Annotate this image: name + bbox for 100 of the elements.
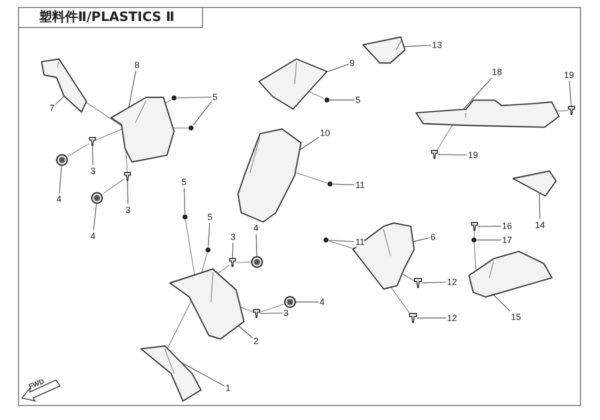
- callout-number: 4: [56, 194, 62, 204]
- plastic-panel-drawing: [38, 58, 90, 113]
- assembly-line: [86, 102, 122, 126]
- assembly-line: [218, 264, 230, 274]
- leader-line: [176, 96, 212, 98]
- callout-number: 3: [126, 205, 130, 215]
- screw-icon: [253, 309, 260, 318]
- leader-line: [478, 226, 502, 227]
- rivet-icon: [182, 214, 188, 220]
- leader-line: [493, 294, 510, 312]
- screw-icon: [431, 150, 438, 159]
- rivet-icon: [327, 181, 333, 187]
- callout-number: 12: [447, 277, 457, 287]
- leader-line: [463, 78, 492, 110]
- assembly-line: [556, 110, 568, 112]
- callout-number: 3: [230, 232, 236, 242]
- assembly-line: [474, 242, 476, 272]
- callout-number: 6: [430, 232, 436, 242]
- assembly-line: [260, 304, 284, 313]
- leader-line: [128, 70, 136, 108]
- leader-line: [328, 240, 355, 242]
- leader-line: [184, 188, 186, 214]
- callout-number: 12: [447, 313, 457, 323]
- leader-line: [238, 325, 253, 338]
- callout-number: 10: [320, 128, 330, 138]
- grommet-icon: [91, 192, 103, 204]
- rivet-icon: [205, 247, 211, 253]
- leader-line: [438, 154, 468, 156]
- leader-line: [569, 80, 572, 106]
- rivet-icon: [471, 237, 477, 243]
- callout-number: 4: [90, 231, 96, 241]
- assembly-line: [240, 306, 254, 312]
- assembly-line: [102, 178, 124, 194]
- assembly-line: [236, 262, 252, 263]
- assembly-line: [436, 124, 453, 150]
- callout-number: 3: [90, 166, 96, 176]
- callout-number: 18: [492, 67, 502, 77]
- leader-line: [412, 237, 430, 242]
- callout-number: 4: [320, 297, 324, 307]
- leader-line: [208, 222, 210, 248]
- screw-icon: [229, 258, 236, 267]
- grommet-icon: [284, 296, 296, 308]
- callout-number: 11: [355, 180, 365, 190]
- plastic-panel-drawing: [468, 248, 553, 298]
- callout-number: 1: [226, 383, 230, 393]
- callout-number: 2: [254, 336, 258, 346]
- leader-line: [180, 362, 225, 386]
- grommet-icon: [56, 154, 68, 166]
- callout-number: 3: [284, 308, 288, 318]
- callout-number: 5: [212, 92, 218, 102]
- leader-line: [422, 282, 446, 284]
- screw-icon: [414, 278, 422, 288]
- callout-number: 9: [350, 58, 354, 68]
- leader-line: [93, 204, 97, 230]
- plastic-panel-drawing: [140, 345, 202, 402]
- callout-number: 19: [564, 70, 574, 80]
- leader-line: [92, 146, 94, 166]
- leader-line: [127, 180, 128, 204]
- rivet-icon: [323, 237, 329, 243]
- leader-line: [256, 234, 258, 256]
- screw-icon: [568, 106, 575, 115]
- assembly-line: [96, 128, 122, 140]
- assembly-line: [167, 300, 192, 349]
- callout-number: 16: [502, 221, 512, 231]
- assembly-line: [201, 252, 208, 273]
- rivet-icon: [171, 95, 177, 101]
- assembly-line: [402, 273, 414, 282]
- leader-line: [326, 64, 349, 72]
- assembly-line: [294, 172, 328, 184]
- callout-number: 11: [355, 237, 365, 247]
- leader-line: [404, 44, 432, 47]
- callout-number: 8: [134, 60, 140, 70]
- leader-line: [232, 242, 234, 258]
- screw-icon: [124, 172, 131, 181]
- callout-number: 4: [254, 223, 258, 233]
- screw-icon: [471, 222, 478, 231]
- rivet-icon: [188, 125, 194, 131]
- callout-number: 19: [468, 150, 478, 160]
- assembly-line: [185, 220, 195, 276]
- assembly-line: [126, 150, 128, 172]
- leader-line: [332, 184, 355, 186]
- assembly-line: [390, 286, 410, 314]
- plastic-panel-drawing: [362, 36, 406, 64]
- plastic-panel-drawing: [512, 170, 557, 197]
- screw-icon: [89, 137, 96, 146]
- callout-number: 15: [511, 312, 521, 322]
- leader-line: [538, 192, 540, 220]
- title-box: 塑料件Ⅱ/PLASTICS Ⅱ: [18, 7, 203, 28]
- leader-line: [192, 101, 212, 126]
- plastic-panel-drawing: [237, 128, 302, 223]
- callout-number: 5: [208, 212, 212, 222]
- callout-number: 13: [432, 40, 442, 50]
- leader-line: [55, 96, 64, 105]
- grommet-icon: [251, 256, 263, 268]
- assembly-line: [328, 240, 354, 250]
- plastic-panel-drawing: [258, 58, 328, 110]
- callout-number: 7: [50, 103, 54, 113]
- assembly-line: [308, 91, 324, 99]
- screw-icon: [409, 313, 417, 323]
- rivet-icon: [324, 97, 330, 103]
